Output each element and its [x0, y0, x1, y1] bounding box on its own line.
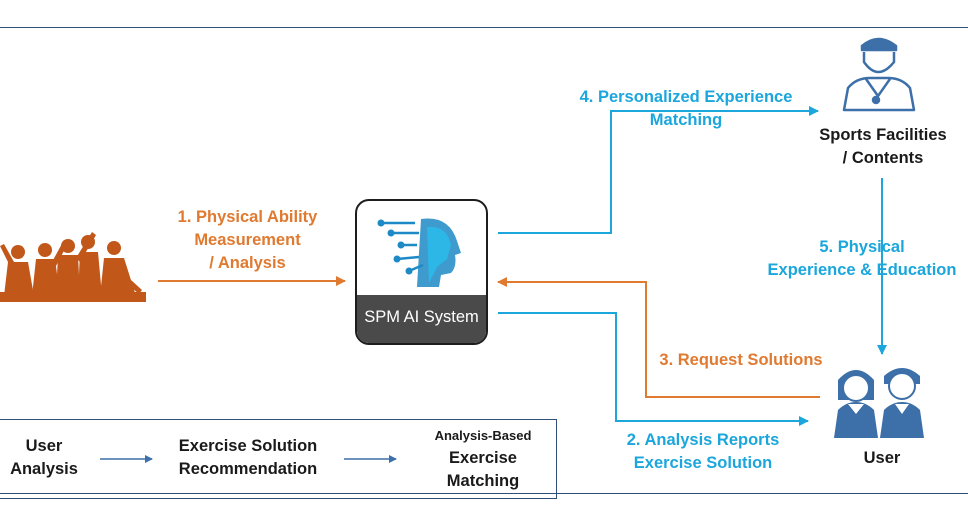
facilities-label: Sports Facilities / Contents [800, 124, 966, 170]
ai-brain-icon [377, 218, 461, 287]
arrow-step2 [498, 312, 809, 426]
legend-step1: User Analysis [6, 435, 82, 481]
step4-line2: Matching [649, 111, 723, 129]
step1-line3: / Analysis [209, 254, 286, 272]
spm-ai-system-node: SPM AI System [355, 199, 488, 345]
coach-icon [842, 37, 916, 112]
arrow-step3 [497, 277, 820, 398]
legend-box [0, 419, 557, 499]
legend-step1-line2: Analysis [10, 460, 78, 478]
step3-label: 3. Request Solutions [659, 351, 823, 369]
step4-label: 4. Personalized Experience Matching [556, 86, 816, 132]
legend-step2-line1: Exercise Solution [178, 437, 318, 455]
system-label: SPM AI System [357, 295, 486, 343]
step1-line2: Measurement [194, 231, 301, 249]
step2-line1: 2. Analysis Reports [626, 431, 780, 449]
children-silhouette-icon [0, 232, 146, 302]
legend-step1-line1: User [25, 437, 63, 455]
bottom-frame-line [0, 493, 968, 494]
step5-line2: Experience & Education [767, 261, 957, 279]
legend-step3: Exercise Matching [418, 447, 548, 493]
facilities-line1: Sports Facilities [819, 126, 947, 144]
step1-label: 1. Physical Ability Measurement / Analys… [160, 206, 335, 275]
legend-step3-caption: Analysis-Based [434, 428, 532, 443]
step5-line1: 5. Physical [819, 238, 905, 256]
top-frame-line [0, 27, 968, 28]
facilities-line2: / Contents [842, 149, 924, 167]
legend-step2-line2: Recommendation [178, 460, 318, 478]
arrow-step4 [498, 106, 819, 234]
legend-step2: Exercise Solution Recommendation [160, 435, 336, 481]
step4-line1: 4. Personalized Experience [579, 88, 793, 106]
user-label: User [863, 449, 901, 467]
students-icon [834, 368, 924, 438]
step5-label: 5. Physical Experience & Education [756, 236, 968, 282]
step2-label: 2. Analysis Reports Exercise Solution [608, 429, 798, 475]
legend-step3-line1: Exercise [449, 449, 517, 467]
legend-step3-line2: Matching [446, 472, 520, 490]
step1-line1: 1. Physical Ability [177, 208, 318, 226]
step2-line2: Exercise Solution [633, 454, 773, 472]
